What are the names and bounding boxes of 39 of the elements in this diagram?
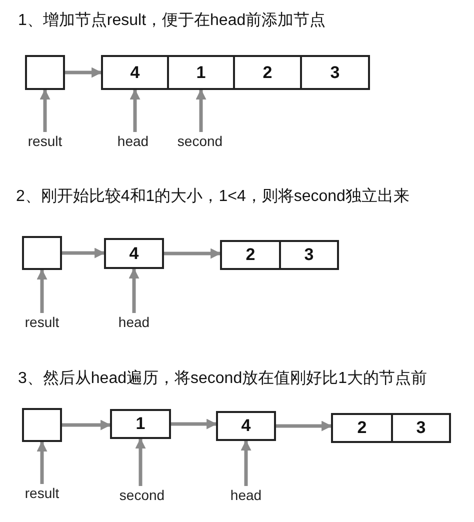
pointer-label: head (115, 313, 153, 331)
pointer-label: head (114, 132, 152, 150)
list-node-box (22, 408, 62, 442)
arrow (36, 440, 48, 484)
list-node-cell: 4 (216, 411, 276, 441)
list-node-cell: 4 (101, 55, 169, 90)
step-heading: 2、刚开始比较4和1的大小，1<4，则将second独立出来 (16, 186, 410, 207)
list-node-cell: 2 (331, 413, 393, 443)
arrow (65, 67, 102, 78)
arrow (128, 268, 140, 313)
arrow (276, 420, 332, 432)
list-node-cell: 3 (300, 55, 370, 90)
pointer-label: result (22, 132, 68, 150)
list-node-cell: 3 (279, 240, 339, 270)
list-node-cell: 2 (220, 240, 281, 270)
list-node-cell: 1 (110, 409, 171, 439)
step-heading: 3、然后从head遍历，将second放在值刚好比1大的节点前 (18, 368, 427, 389)
list-node-box (22, 236, 62, 270)
pointer-label: second (116, 486, 168, 504)
arrow (196, 88, 206, 132)
list-node-cell: 2 (233, 55, 302, 90)
arrow (62, 248, 106, 258)
arrow (135, 438, 146, 486)
pointer-label: result (19, 313, 65, 331)
pointer-label: second (174, 132, 226, 150)
pointer-label: result (19, 484, 65, 502)
arrow (171, 418, 218, 430)
arrow (40, 88, 50, 132)
arrow (36, 268, 48, 313)
arrow (164, 248, 222, 259)
list-node-box (25, 55, 65, 90)
step-heading: 1、增加节点result，便于在head前添加节点 (18, 10, 326, 31)
arrow (130, 88, 140, 132)
arrow (240, 440, 252, 486)
arrow (62, 420, 112, 430)
pointer-label: head (227, 486, 265, 504)
list-node-cell: 4 (104, 238, 164, 269)
list-node-cell: 1 (167, 55, 235, 90)
list-node-cell: 3 (391, 413, 451, 443)
